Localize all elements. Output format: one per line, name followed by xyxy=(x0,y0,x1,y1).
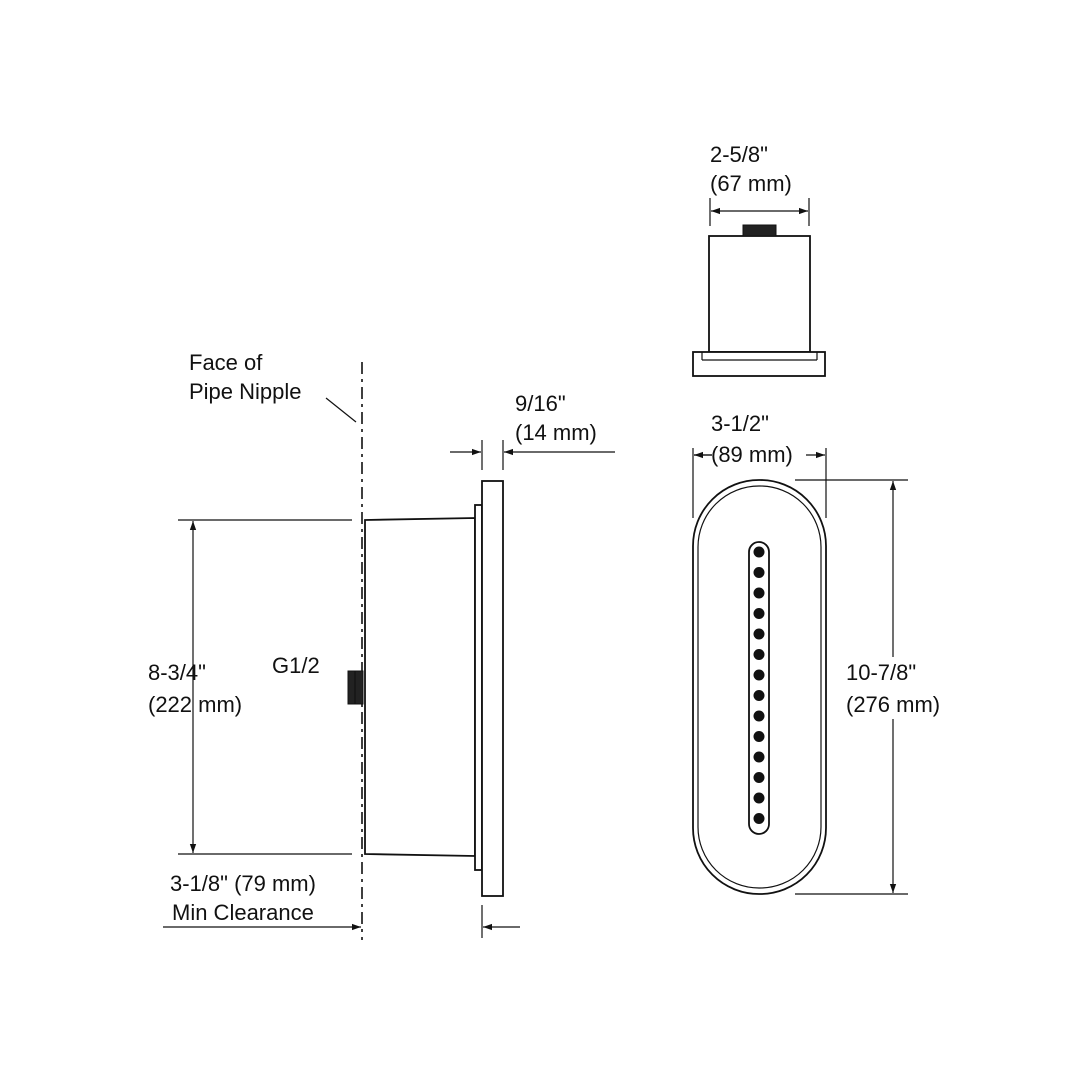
side-faceplate xyxy=(481,480,504,897)
connector-label: G1/2 xyxy=(272,653,320,678)
top-base-plate xyxy=(692,351,826,377)
side-body xyxy=(364,517,476,857)
nozzle-holes xyxy=(753,546,765,824)
thickness-label-line2: (14 mm) xyxy=(515,420,597,445)
thickness-label-line1: 9/16" xyxy=(515,391,566,416)
front-view: 3-1/2" (89 mm) 10-7/8" (276 mm) xyxy=(692,411,950,895)
height-label-line1: 8-3/4" xyxy=(148,660,206,685)
nozzle-hole xyxy=(753,731,765,742)
height-label-line2: (222 mm) xyxy=(148,692,242,717)
front-width-label-line2: (89 mm) xyxy=(711,442,793,467)
top-body xyxy=(708,235,811,353)
nozzle-hole xyxy=(753,792,765,804)
nozzle-hole xyxy=(753,813,765,824)
clearance-label-line1: 3-1/8" (79 mm) xyxy=(170,871,316,896)
clearance-label-line2: Min Clearance xyxy=(172,900,314,925)
nozzle-hole xyxy=(753,567,765,578)
nozzle-hole xyxy=(753,587,765,599)
nozzle-hole xyxy=(753,628,765,640)
overall-height-label-line1: 10-7/8" xyxy=(846,660,916,685)
top-width-label-line2: (67 mm) xyxy=(710,171,792,196)
top-view: 2-5/8" (67 mm) xyxy=(692,142,826,377)
top-width-label-line1: 2-5/8" xyxy=(710,142,768,167)
nozzle-hole xyxy=(753,751,765,763)
nozzle-hole xyxy=(753,772,765,783)
front-inner-edge xyxy=(697,485,822,889)
nozzle-hole xyxy=(753,649,765,660)
nozzle-hole xyxy=(753,710,765,722)
side-step xyxy=(474,504,483,871)
overall-height-label-line2: (276 mm) xyxy=(846,692,940,717)
nozzle-hole xyxy=(753,690,765,701)
face-leader-line xyxy=(325,397,357,423)
overall-height-label-bg xyxy=(830,657,950,719)
top-inlet xyxy=(742,224,777,237)
nozzle-strip xyxy=(748,541,770,835)
face-label-line2: Pipe Nipple xyxy=(189,379,302,404)
front-width-label-line1: 3-1/2" xyxy=(711,411,769,436)
face-label-line1: Face of xyxy=(189,350,263,375)
side-view: Face of Pipe Nipple 9/16" (14 mm) 8-3/4"… xyxy=(148,350,615,940)
nozzle-hole xyxy=(753,546,765,558)
nozzle-hole xyxy=(753,608,765,619)
nozzle-hole xyxy=(753,669,765,681)
